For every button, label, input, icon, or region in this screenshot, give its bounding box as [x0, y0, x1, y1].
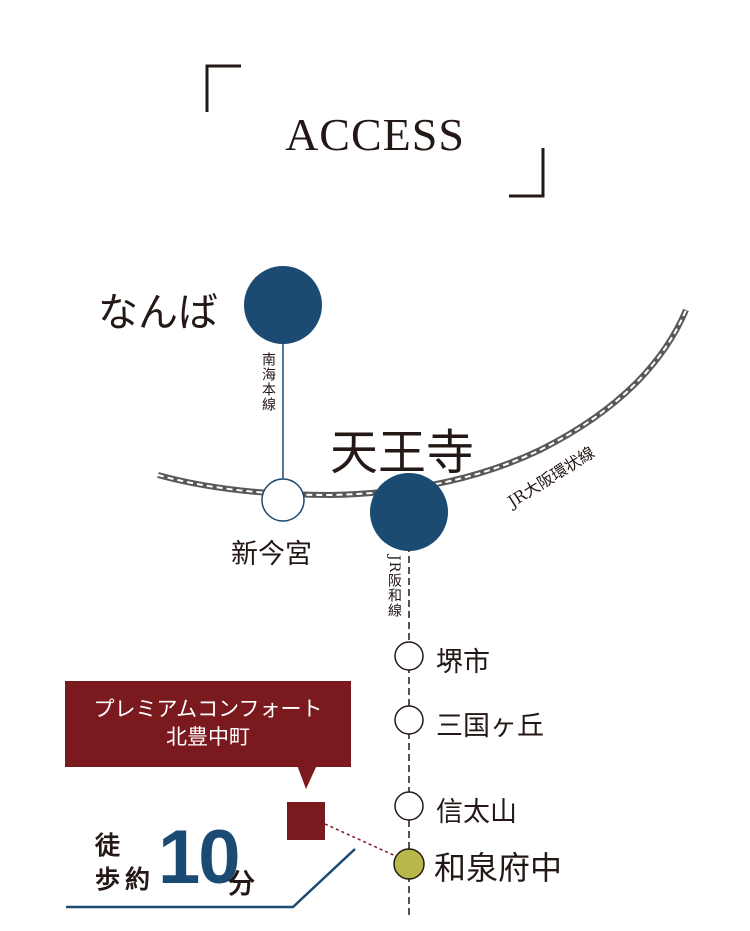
property-callout: プレミアムコンフォート 北豊中町	[65, 681, 351, 767]
property-name-line2: 北豊中町	[166, 725, 250, 749]
walk-connector	[324, 823, 401, 859]
walk-route-line	[66, 848, 356, 909]
property-marker	[287, 802, 325, 840]
station-sakaishi-label: 堺市	[436, 647, 490, 678]
station-izumifuchu-label: 和泉府中	[434, 849, 563, 887]
station-mikunigaoka-label: 三国ヶ丘	[436, 711, 544, 742]
bracket-bottom-right	[509, 148, 545, 198]
walk-label-bottom-1: 歩	[95, 865, 121, 894]
property-name-line1: プレミアムコンフォート	[93, 697, 323, 721]
station-tennoji-marker	[370, 473, 448, 551]
station-shin-imamiya-label: 新今宮	[231, 539, 312, 570]
walk-minutes: 10	[158, 815, 241, 900]
station-sakaishi-marker	[394, 641, 424, 671]
nankai-line-label: 南海本線	[260, 352, 276, 412]
station-namba-marker	[244, 266, 322, 344]
station-shinodayama-label: 信太山	[436, 797, 517, 828]
station-shinodayama-marker	[394, 791, 424, 821]
loop-line-dash	[157, 309, 687, 497]
station-mikunigaoka-marker	[394, 705, 424, 735]
bracket-top-left	[205, 64, 241, 112]
walk-label-top: 徒	[95, 831, 121, 860]
station-izumifuchu-marker	[393, 848, 425, 880]
walk-unit: 分	[228, 869, 255, 900]
station-tennoji-label: 天王寺	[330, 425, 475, 481]
station-shin-imamiya-marker	[261, 478, 305, 522]
hanwa-line-label: JR阪和線	[386, 555, 402, 619]
callout-pointer	[297, 765, 317, 789]
page-title: ACCESS	[285, 109, 465, 160]
walk-label-bottom-2: 約	[125, 865, 151, 894]
station-namba-label: なんば	[98, 290, 218, 336]
